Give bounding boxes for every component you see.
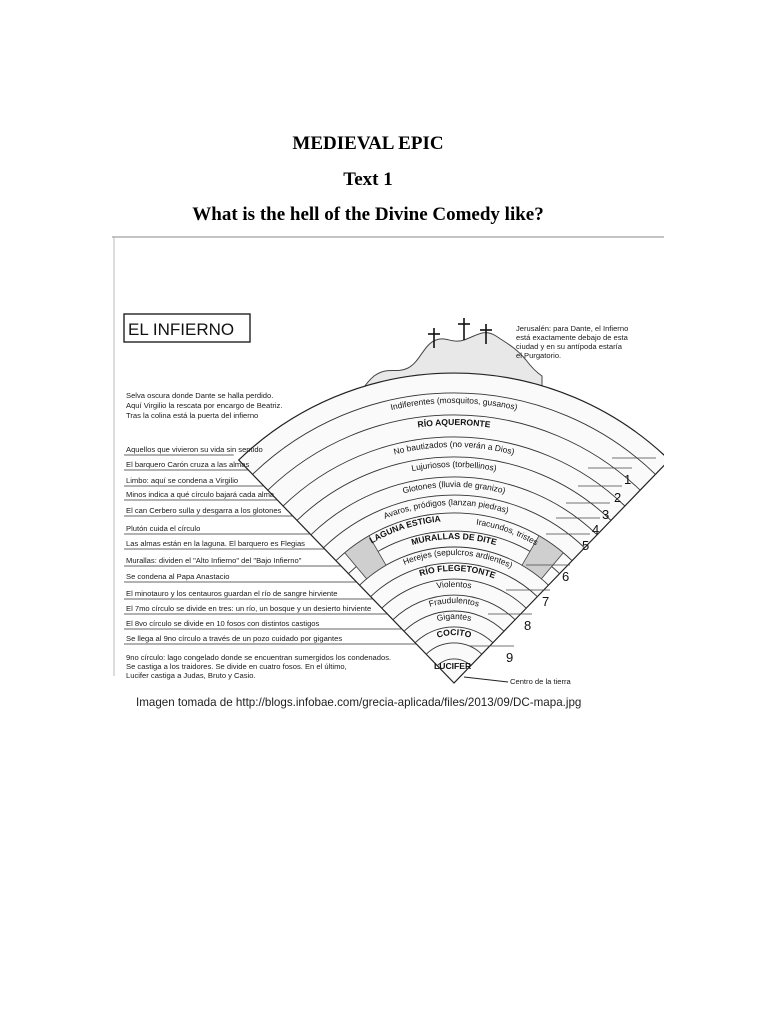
circle-number: 3 [602, 507, 609, 522]
ninth-circle-note: 9no círculo: lago congelado donde se enc… [126, 653, 391, 680]
ring-boundary [310, 476, 598, 536]
ring-label: Lujuriosos (torbellinos) [411, 459, 498, 473]
circle-number: 9 [506, 650, 513, 665]
cone-outline [237, 372, 664, 684]
document-question: What is the hell of the Divine Comedy li… [192, 204, 544, 225]
inferno-figure: EL INFIERNO Jerusalén: para Dante, el In… [112, 236, 664, 720]
circle-label: Se llega al 9no círculo a través de un p… [126, 634, 342, 643]
circle-label: Plutón cuida el círculo [126, 524, 200, 533]
dite-wall [344, 535, 387, 580]
circle-label: El can Cerbero sulla y desgarra a los gl… [126, 506, 282, 515]
circle-number: 8 [524, 618, 531, 633]
circle-label: El 8vo círculo se divide en 10 fosos con… [126, 619, 320, 628]
ring-label: Fraudulentos [428, 595, 481, 609]
circle-label: Las almas están en la laguna. El barquer… [126, 539, 305, 548]
crosses [428, 318, 492, 348]
circle-number: 4 [592, 522, 599, 537]
selva-line-2: Aquí Virgilio la rescata por encargo de … [126, 401, 282, 410]
ring-boundary [267, 414, 641, 491]
center-leader [463, 676, 509, 683]
ring-label: COCITO [435, 627, 473, 640]
selva-line-3: Tras la colina está la puerta del infier… [126, 411, 258, 420]
ring-boundary [282, 436, 626, 507]
jerusalem-line-2: está exactamente debajo de esta [516, 333, 629, 342]
jerusalem-line-3: ciudad y en su antípoda estaría [516, 342, 623, 351]
ninth-line-1: 9no círculo: lago congelado donde se enc… [126, 653, 391, 662]
circle-label: Se condena al Papa Anastacio [126, 572, 229, 581]
ring-boundary [252, 392, 656, 475]
inferno-diagram: EL INFIERNO Jerusalén: para Dante, el In… [112, 236, 664, 709]
circle-number: 2 [614, 490, 621, 505]
ring-boundary [425, 642, 483, 655]
ring-boundary [414, 626, 494, 644]
circle-label: Murallas: dividen el "Alto Infierno" del… [126, 556, 302, 565]
inferno-cone: Indiferentes (mosquitos, gusanos)RÍO AQU… [237, 372, 664, 684]
selva-line-1: Selva oscura donde Dante se halla perdid… [126, 391, 273, 400]
circle-label: Minos indica a qué círculo bajará cada a… [126, 490, 275, 499]
circle-label: El barquero Carón cruza a las almas [126, 460, 249, 469]
document-title: MEDIEVAL EPIC [292, 133, 444, 154]
ring-label: Violentos [436, 579, 473, 591]
ring-boundary [392, 594, 516, 621]
figure-title-box [123, 313, 251, 343]
ring-boundary [436, 658, 472, 667]
circle-label: El minotauro y los centauros guardan el … [126, 589, 337, 598]
ring-boundary [370, 562, 538, 598]
figure-title: EL INFIERNO [128, 320, 234, 339]
ring-boundary [323, 494, 585, 549]
dite-wall [521, 535, 564, 580]
circle-labels: Aquellos que vivieron su vida sin sentid… [124, 445, 417, 645]
circle-label: El 7mo círculo se divide en tres: un río… [126, 604, 371, 613]
jerusalem-note: Jerusalén: para Dante, el Infierno está … [516, 324, 629, 360]
circle-number: 1 [624, 472, 631, 487]
ninth-line-3: Lucifer castiga a Judas, Bruto y Casio. [126, 671, 256, 680]
ring-label-lucifer: LUCIFER [434, 661, 472, 671]
ring-boundary [296, 456, 612, 521]
circle-number: 7 [542, 594, 549, 609]
ninth-line-2: Se castiga a los traidores. Se divide en… [126, 662, 347, 671]
selva-note: Selva oscura donde Dante se halla perdid… [126, 391, 282, 420]
ring-label: RÍO AQUERONTE [417, 417, 491, 430]
circle-number: 6 [562, 569, 569, 584]
circle-number: 5 [582, 538, 589, 553]
jerusalem-line-4: el Purgatorio. [516, 351, 561, 360]
source-caption: Imagen tomada de http://blogs.infobae.co… [136, 696, 581, 709]
document-subtitle: Text 1 [343, 169, 393, 190]
ring-boundary [381, 578, 527, 609]
ring-boundary [403, 610, 505, 632]
circle-label: Limbo: aquí se condena a Virgilio [126, 476, 238, 485]
center-label: Centro de la tierra [510, 677, 572, 686]
jerusalem-line-1: Jerusalén: para Dante, el Infierno [516, 324, 628, 333]
circle-label: Aquellos que vivieron su vida sin sentid… [126, 445, 263, 454]
